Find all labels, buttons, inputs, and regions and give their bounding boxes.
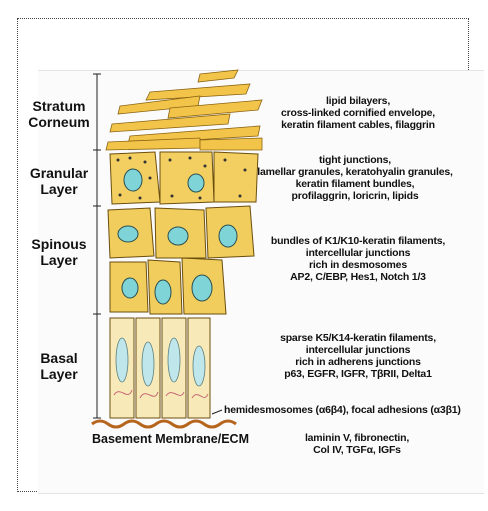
label-spinous-layer: Spinous Layer bbox=[24, 236, 94, 268]
label-granular-layer: Granular Layer bbox=[24, 165, 94, 197]
desc-granular-layer: tight junctions, lamellar granules, kera… bbox=[244, 154, 466, 202]
desc-stratum-corneum: lipid bilayers, cross-linked cornified e… bbox=[252, 95, 464, 131]
corneum-flakes bbox=[106, 70, 262, 150]
layer-brackets bbox=[93, 74, 101, 418]
label-basal-layer: Basal Layer bbox=[24, 350, 94, 382]
label-stratum-corneum: Stratum Corneum bbox=[24, 98, 94, 130]
hemidesmosome-label: hemidesmosomes (α6β4), focal adhesions (… bbox=[224, 404, 461, 416]
desc-basement-membrane: laminin V, fibronectin, Col IV, TGFα, IG… bbox=[282, 432, 432, 456]
desc-basal-layer: sparse K5/K14-keratin filaments, interce… bbox=[252, 332, 464, 380]
desc-spinous-layer: bundles of K1/K10-keratin filaments, int… bbox=[252, 235, 464, 283]
basement-membrane-line bbox=[92, 421, 236, 427]
hemidesmosome-pointer bbox=[212, 410, 222, 414]
basement-membrane-label: Basement Membrane/ECM bbox=[92, 432, 249, 446]
